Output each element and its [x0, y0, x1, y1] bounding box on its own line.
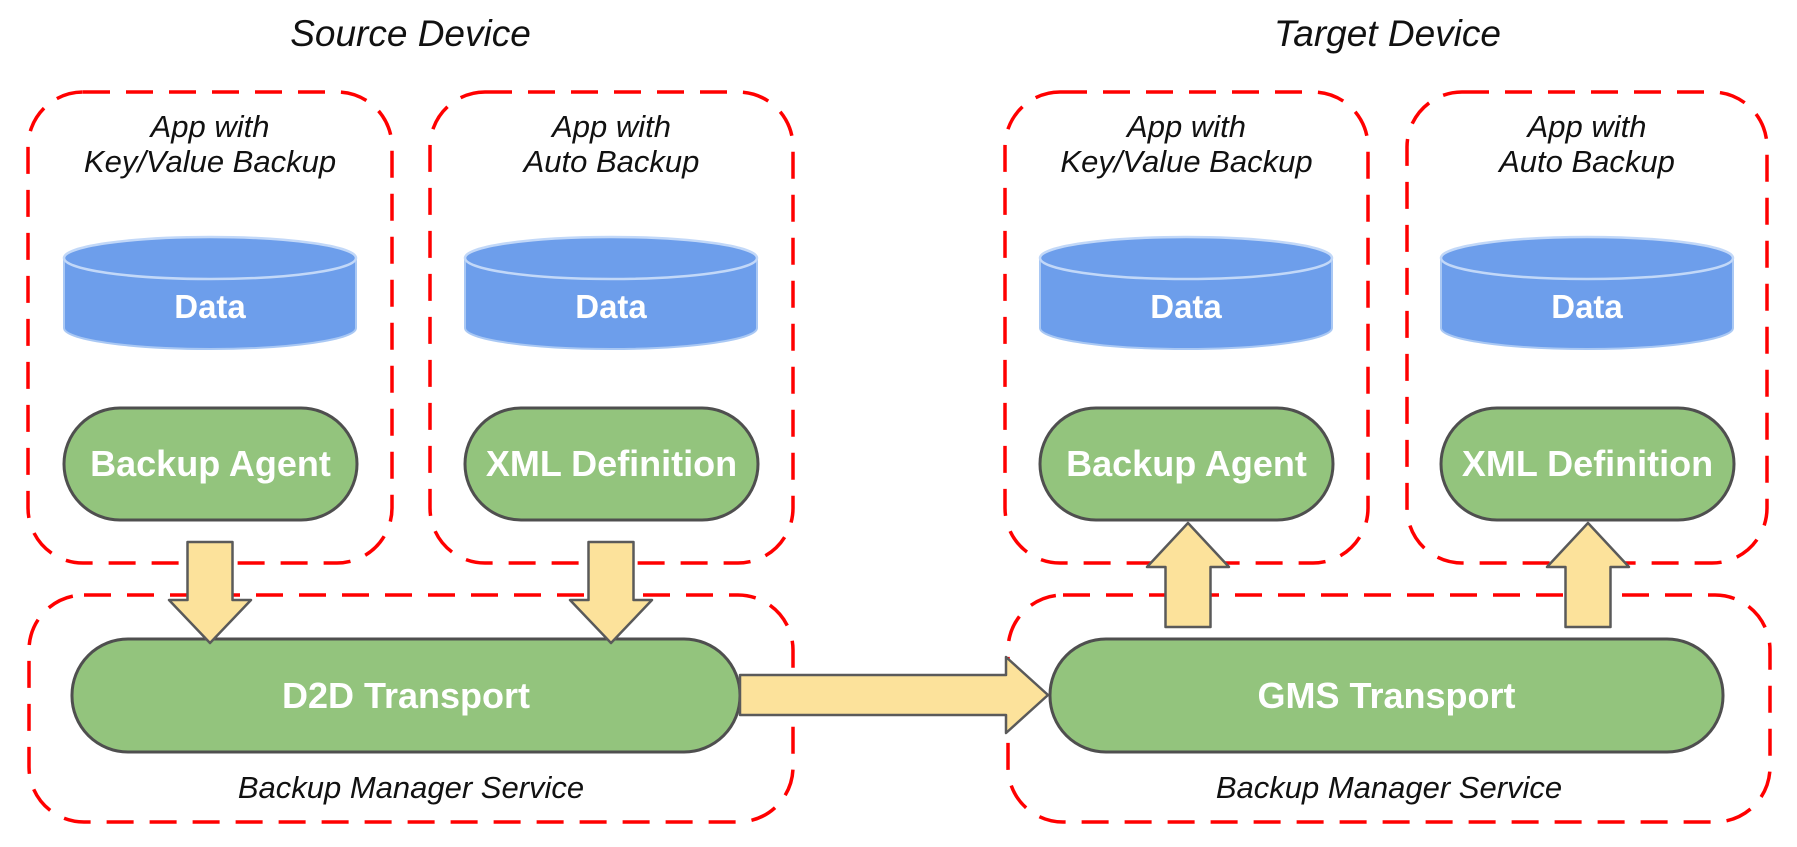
app-label-line2: Auto Backup — [523, 144, 700, 179]
app-label-target-keyvalue: App with Key/Value Backup — [1005, 108, 1368, 180]
app-label-source-auto: App with Auto Backup — [430, 108, 793, 180]
app-label-line1: App with — [1527, 109, 1647, 144]
arrow-gms-transport-to-xml-definition — [1545, 521, 1631, 629]
data-cylinder-source-keyvalue — [62, 235, 358, 350]
data-label-source-keyvalue: Data — [174, 288, 246, 325]
arrow-backup-agent-to-d2d-transport — [167, 540, 253, 645]
data-cylinder-target-keyvalue — [1038, 235, 1334, 350]
app-label-line2: Auto Backup — [1499, 144, 1675, 179]
source-device-title: Source Device — [290, 13, 531, 54]
data-label-target-auto: Data — [1551, 288, 1623, 325]
pill-xml-definition-source — [463, 406, 760, 522]
pill-backup-agent-source — [62, 406, 359, 522]
xml-definition-label-source: XML Definition — [485, 443, 738, 484]
arrow-gms-transport-to-backup-agent — [1145, 521, 1231, 629]
arrow-d2d-to-gms-transport — [738, 655, 1050, 735]
data-cylinder-source-auto — [463, 235, 759, 350]
app-label-line1: App with — [552, 109, 671, 144]
data-label-target-keyvalue: Data — [1150, 288, 1222, 325]
d2d-transport-label: D2D Transport — [281, 674, 531, 716]
app-label-source-keyvalue: App with Key/Value Backup — [28, 108, 392, 180]
app-label-line2: Key/Value Backup — [1060, 144, 1313, 179]
data-label-source-auto: Data — [575, 288, 647, 325]
app-label-line1: App with — [1127, 109, 1246, 144]
pill-xml-definition-target — [1439, 406, 1736, 522]
arrow-xml-definition-to-d2d-transport — [568, 540, 654, 645]
app-label-line2: Key/Value Backup — [83, 144, 337, 179]
target-device-title: Target Device — [1274, 13, 1501, 54]
backup-manager-service-label-target: Backup Manager Service — [1215, 770, 1563, 805]
pill-backup-agent-target — [1038, 406, 1335, 522]
backup-agent-label-source: Backup Agent — [90, 443, 331, 484]
backup-agent-label-target: Backup Agent — [1066, 443, 1307, 484]
app-label-line1: App with — [150, 109, 270, 144]
backup-manager-service-label-source: Backup Manager Service — [237, 770, 585, 805]
app-label-target-auto: App with Auto Backup — [1407, 108, 1767, 180]
gms-transport-label: GMS Transport — [1257, 674, 1516, 716]
pill-gms-transport — [1048, 637, 1725, 754]
data-cylinder-target-auto — [1439, 235, 1735, 350]
xml-definition-label-target: XML Definition — [1461, 443, 1714, 484]
